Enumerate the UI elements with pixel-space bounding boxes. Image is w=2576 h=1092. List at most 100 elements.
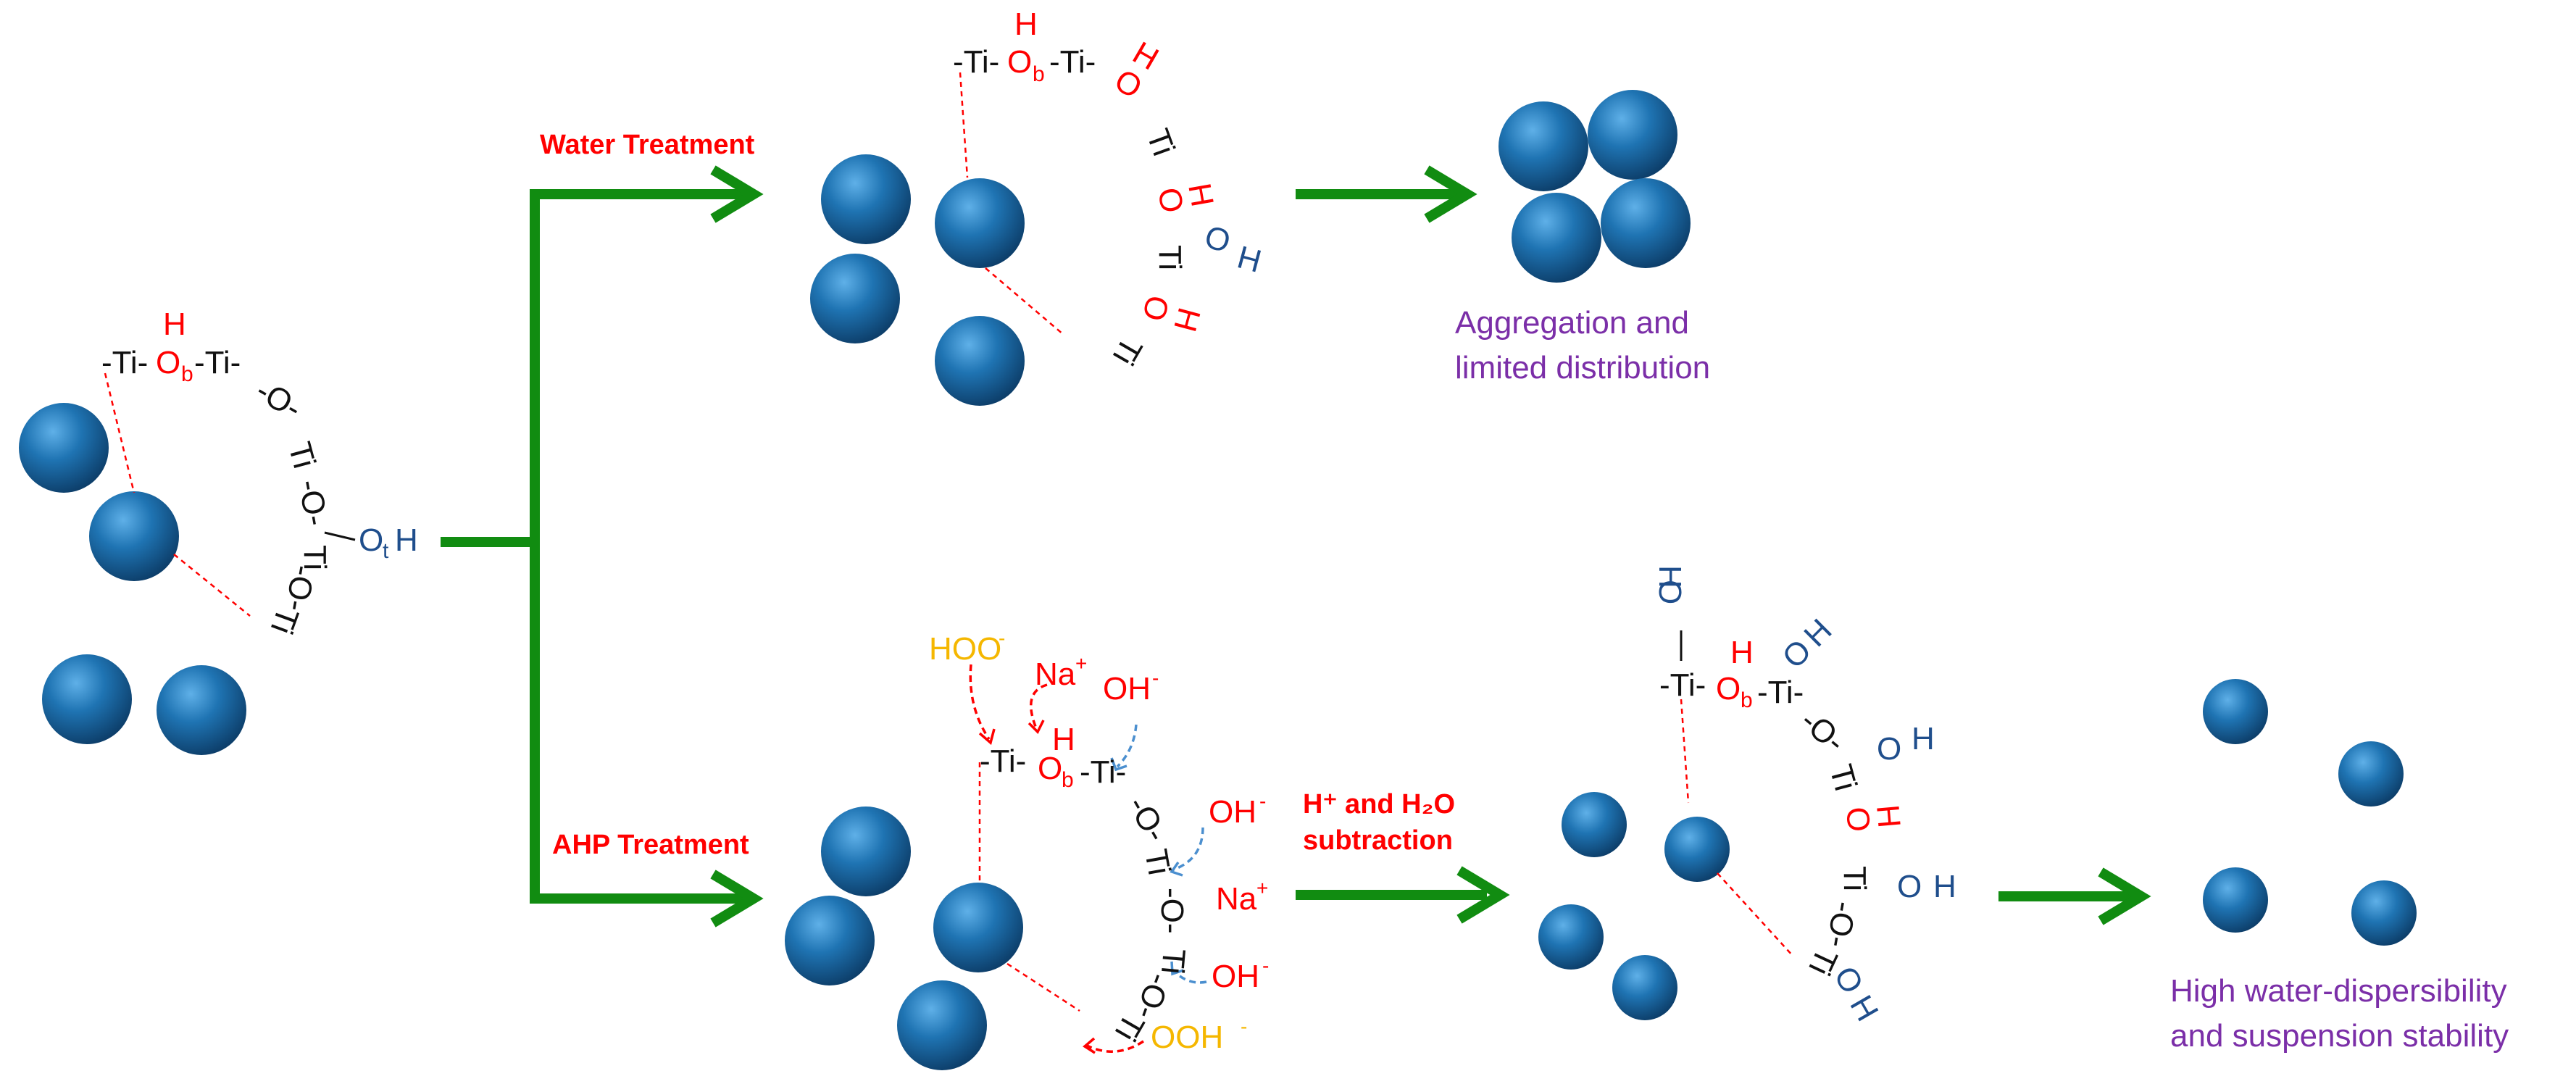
ti-label: -Ti-	[980, 743, 1026, 779]
ti-label: Ti	[297, 545, 333, 570]
nanoparticle	[1538, 904, 1604, 970]
attack-arrowheads	[978, 720, 1184, 1054]
ti-label: -Ti-	[1757, 675, 1804, 710]
charge-sign: +	[1256, 877, 1268, 899]
arrowhead	[1170, 961, 1184, 976]
sodium-ion-label: Na	[1216, 881, 1257, 917]
oxygen-terminal-label: O	[359, 522, 383, 558]
nanoparticle	[1588, 90, 1677, 180]
hydrogen-label: H	[1167, 304, 1207, 335]
nanoparticle	[1499, 101, 1588, 191]
ti-label: -Ti-	[1659, 667, 1706, 703]
oxygen-subscript: b	[1033, 62, 1045, 86]
charge-sign: -	[1152, 667, 1159, 689]
ti-label: -Ti-	[953, 44, 999, 80]
hydrogen-label: H	[1652, 565, 1688, 588]
hydrogen-label: H	[395, 522, 418, 558]
oxygen-bridging-label: O	[1038, 751, 1062, 786]
dashed-link	[1680, 699, 1690, 804]
subtraction-label-line2: subtraction	[1303, 825, 1453, 856]
charge-sign: -	[999, 627, 1005, 649]
dashed-link	[985, 267, 1064, 335]
nanoparticle	[897, 980, 987, 1070]
hydrogen-label: H	[1052, 722, 1075, 757]
oxygen-label: -O-	[1120, 791, 1174, 849]
hydrogen-label: H	[1730, 635, 1754, 670]
hydrogen-label: H	[1933, 869, 1956, 904]
oxygen-terminal-label: O	[1201, 219, 1234, 259]
water-arrowhead	[710, 165, 764, 223]
water-treatment-label: Water Treatment	[540, 130, 755, 160]
hydrogen-label: H	[1014, 7, 1038, 42]
nanoparticle	[933, 883, 1023, 972]
ti-label: Ti	[1140, 125, 1182, 161]
oxygen-subscript: b	[1062, 768, 1074, 792]
nanoparticle	[935, 178, 1025, 268]
ooh-attack-arrow	[1086, 1040, 1144, 1053]
hydrogen-label: H	[1181, 180, 1220, 209]
charge-sign: -	[1262, 954, 1269, 977]
ooh-anion-label: OOH	[1151, 1020, 1223, 1055]
nanoparticle	[935, 316, 1025, 406]
nanoparticle	[2203, 679, 2268, 744]
hydroxide-label: OH	[1212, 959, 1259, 994]
titania-chain-water-treated: -Ti- O b H -Ti- O H Ti O H Ti O H Ti O H	[953, 7, 1265, 371]
nanoparticle	[1512, 193, 1601, 283]
nanoparticle	[1612, 955, 1677, 1020]
ti-label: -Ti-	[194, 345, 241, 380]
oxygen-label: -O-	[1820, 899, 1862, 950]
ti-label: Ti	[1138, 846, 1177, 878]
arrowhead	[1110, 757, 1127, 772]
dashed-link	[959, 72, 969, 178]
titania-chain-hydroxylated: O H -Ti- O b H -Ti- O H -O- Ti O H O H T…	[1652, 565, 1956, 1028]
nanoparticles	[19, 90, 2417, 1070]
charge-sign: -	[1241, 1015, 1247, 1038]
oxygen-label: -O-	[291, 477, 334, 528]
dashed-links	[104, 72, 1794, 1012]
subtraction-arrowhead	[1456, 866, 1510, 924]
ti-label: Ti	[1837, 866, 1872, 891]
subtraction-label-line1: H⁺ and H₂O	[1303, 789, 1455, 820]
dispersion-arrowhead	[2098, 867, 2151, 925]
arrowhead	[978, 728, 996, 746]
ti-label: Ti	[1152, 245, 1188, 270]
bond-line	[324, 531, 356, 541]
oxygen-label: -O-	[1794, 703, 1852, 759]
oxygen-subscript: t	[383, 539, 389, 563]
ti-label: Ti	[1154, 947, 1192, 975]
oh-attack-arrow-1	[1116, 724, 1138, 768]
dashed-link	[1006, 962, 1080, 1012]
arrowhead	[1083, 1037, 1096, 1054]
dispersibility-label-line1: High water-dispersibility	[2170, 973, 2507, 1009]
sodium-ion-label: Na	[1035, 657, 1076, 692]
nanoparticle	[2338, 741, 2404, 807]
hydrogen-label: H	[1912, 721, 1935, 757]
na-attack-arrow	[1030, 683, 1048, 729]
ahp-arrowhead	[710, 870, 764, 928]
charge-sign: -	[1259, 790, 1266, 812]
arrowhead	[1028, 720, 1045, 734]
aggregation-label-line2: limited distribution	[1455, 350, 1710, 385]
terminal-hydroxyl-label: O	[1877, 731, 1901, 767]
ti-label: -Ti-	[1049, 44, 1096, 80]
arrows	[441, 189, 2132, 904]
ti-label: -Ti-	[1080, 754, 1126, 790]
arrowhead	[1170, 862, 1183, 877]
terminal-hydroxyl-label: O	[1897, 869, 1922, 904]
nanoparticle	[2203, 867, 2268, 933]
hoo-anion-label: HOO	[929, 631, 1001, 667]
ti-label: Ti	[1822, 761, 1863, 795]
ti-label: Ti	[1106, 331, 1149, 371]
oxygen-bridging-label: O	[156, 345, 180, 380]
hydrogen-label: H	[163, 307, 186, 342]
hydroxide-label: OH	[1209, 794, 1256, 830]
nanoparticle	[2351, 880, 2417, 946]
titania-chain-untreated: -Ti- O b H -Ti- -O- Ti -O- Ti -O- Ti O t…	[101, 307, 418, 638]
dashed-link	[104, 372, 136, 493]
oxygen-label: -O-	[278, 562, 321, 614]
nanoparticle	[89, 491, 179, 581]
arrow-heads	[710, 165, 2151, 928]
ti-label: -Ti-	[101, 345, 148, 380]
hoo-attack-arrow	[969, 664, 991, 740]
charge-sign: +	[1075, 652, 1087, 675]
